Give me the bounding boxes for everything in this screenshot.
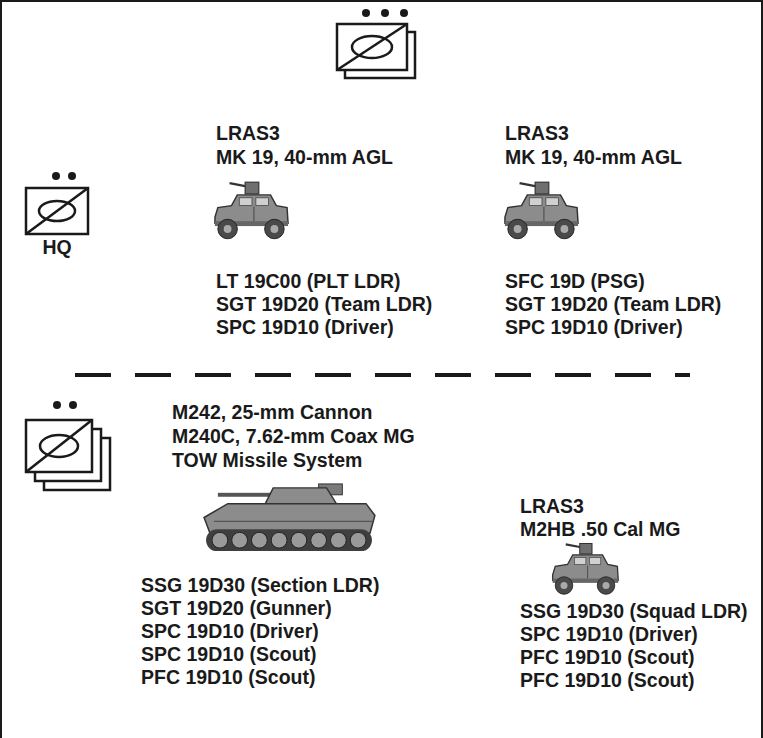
bradley-vehicle [204, 484, 375, 551]
unit-symbol-node: HQ [22, 168, 92, 259]
dashed-divider [75, 373, 690, 377]
equipment-crew-label: SSG 19D30 (Squad LDR) [520, 600, 748, 623]
equipment-crew-label: M240C, 7.62-mm Coax MG [172, 425, 415, 448]
equipment-crew-label: LRAS3 [216, 122, 280, 145]
platoon-symbol [337, 9, 415, 78]
equipment-crew-label: SPC 19D10 (Driver) [520, 623, 698, 646]
equipment-crew-label: SPC 19D10 (Scout) [141, 643, 317, 666]
section-symbol [26, 401, 110, 490]
equipment-crew-label: M2HB .50 Cal MG [520, 518, 680, 541]
equipment-crew-label: MK 19, 40-mm AGL [505, 146, 682, 169]
equipment-crew-label: PFC 19D10 (Scout) [520, 669, 694, 692]
hmmwv-vehicle [553, 544, 619, 595]
hq-unit-symbol [22, 168, 92, 236]
equipment-crew-label: LRAS3 [505, 122, 569, 145]
equipment-crew-label: SPC 19D10 (Driver) [141, 620, 319, 643]
equipment-crew-label: SFC 19D (PSG) [505, 270, 645, 293]
hmmwv-vehicle [505, 182, 578, 239]
equipment-crew-label: SPC 19D10 (Driver) [505, 316, 683, 339]
equipment-crew-label: SGT 19D20 (Gunner) [141, 597, 332, 620]
equipment-crew-label: LRAS3 [520, 495, 584, 518]
equipment-crew-label: LT 19C00 (PLT LDR) [216, 270, 401, 293]
equipment-crew-label: M242, 25-mm Cannon [172, 401, 372, 424]
equipment-crew-label: MK 19, 40-mm AGL [216, 146, 393, 169]
equipment-crew-label: PFC 19D10 (Scout) [141, 666, 315, 689]
unit-label: HQ [22, 236, 92, 259]
echelon-dot [68, 172, 76, 180]
equipment-crew-label: SGT 19D20 (Team LDR) [505, 293, 721, 316]
equipment-crew-label: SSG 19D30 (Section LDR) [141, 574, 379, 597]
equipment-crew-label: SPC 19D10 (Driver) [216, 316, 394, 339]
recon-slash [26, 188, 88, 234]
symbol-holder [22, 168, 92, 236]
equipment-crew-label: TOW Missile System [172, 449, 362, 472]
equipment-crew-label: PFC 19D10 (Scout) [520, 646, 694, 669]
echelon-dot [52, 172, 60, 180]
hmmwv-vehicle [215, 182, 288, 239]
unit-frame [26, 188, 88, 234]
equipment-crew-label: SGT 19D20 (Team LDR) [216, 293, 432, 316]
